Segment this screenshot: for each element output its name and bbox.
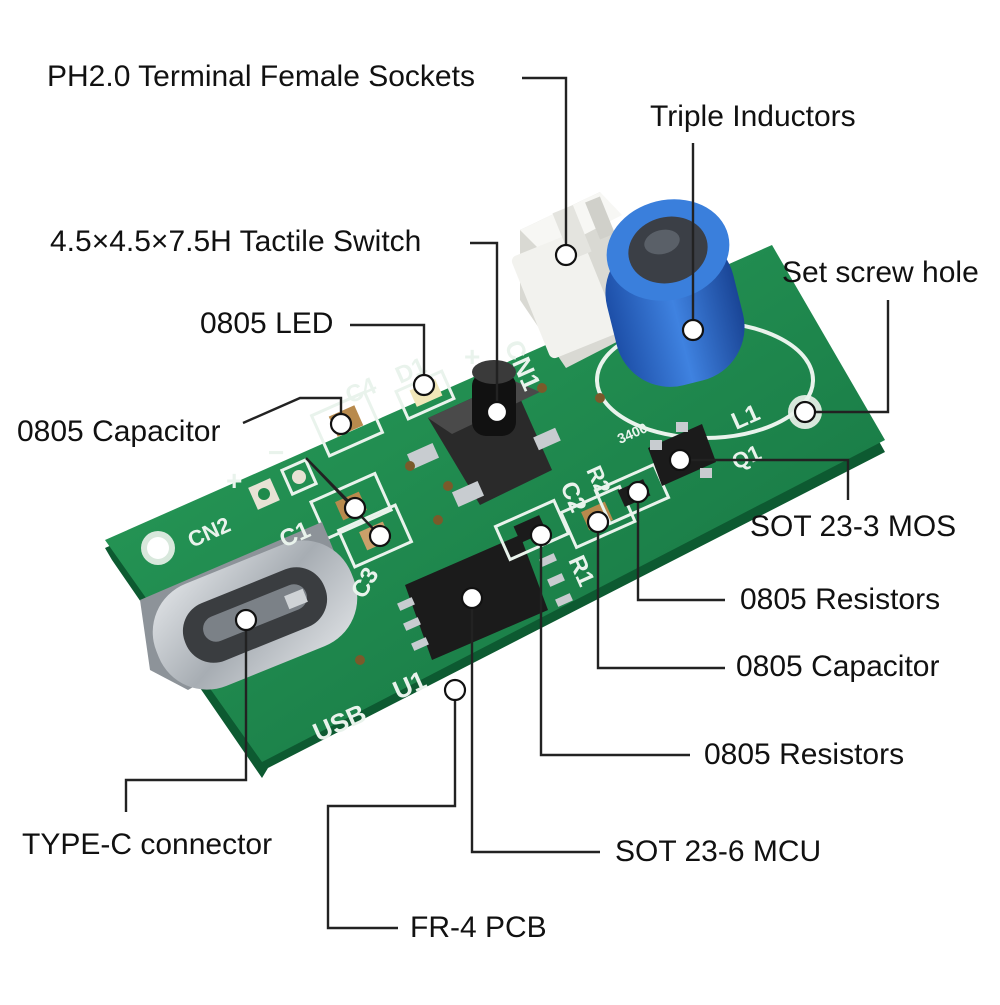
tactile-switch xyxy=(406,360,561,508)
leader-fr4 xyxy=(326,690,457,930)
label-tactile-switch: 4.5×4.5×7.5H Tactile Switch xyxy=(50,225,422,258)
label-ph20-sockets: PH2.0 Terminal Female Sockets xyxy=(47,60,475,93)
marker-mcu xyxy=(460,586,484,610)
marker-screw-hole xyxy=(793,400,817,424)
marker-inductor xyxy=(681,318,705,342)
mounting-hole-left xyxy=(141,531,175,565)
marker-mos xyxy=(668,448,692,472)
leader-led xyxy=(350,323,426,385)
label-resistors-lower: 0805 Resistors xyxy=(704,738,905,771)
silk-plus-cn2: + xyxy=(226,465,242,496)
label-capacitor-right: 0805 Capacitor xyxy=(736,650,940,683)
silk-plus-switch: + xyxy=(464,341,480,372)
marker-led xyxy=(412,373,436,397)
label-type-c-connector: TYPE-C connector xyxy=(22,828,273,861)
marker-cap-left xyxy=(329,412,353,436)
label-sot23-3-mos: SOT 23-3 MOS xyxy=(750,510,957,543)
leader-screw-hole xyxy=(805,300,890,414)
label-capacitor-left: 0805 Capacitor xyxy=(17,415,221,448)
silk-c4: C4 xyxy=(341,372,381,409)
marker-type-c xyxy=(234,608,258,632)
silk-minus-cn2: − xyxy=(268,437,284,468)
leader-switch xyxy=(470,241,499,412)
marker-res-upper xyxy=(626,480,650,504)
marker-cap-right xyxy=(586,510,610,534)
leader-cap-left xyxy=(242,396,343,425)
leader-ph20 xyxy=(522,76,568,252)
markers xyxy=(234,243,817,702)
vias xyxy=(355,383,605,665)
leader-res-lower xyxy=(539,535,690,757)
label-led-0805: 0805 LED xyxy=(200,307,334,340)
marker-cap-c3 xyxy=(368,524,392,548)
label-set-screw-hole: Set screw hole xyxy=(782,256,979,289)
label-fr4-pcb: FR-4 PCB xyxy=(410,911,547,944)
marker-ph20 xyxy=(554,243,578,267)
leader-lines xyxy=(124,76,890,930)
resistor-pad-r1 xyxy=(493,498,571,562)
marker-switch xyxy=(485,400,509,424)
triple-inductor xyxy=(605,199,745,387)
label-sot23-6-mcu: SOT 23-6 MCU xyxy=(615,835,822,868)
cn2-pads xyxy=(248,457,319,510)
label-resistors-upper: 0805 Resistors xyxy=(740,583,941,616)
leader-mos xyxy=(680,458,850,500)
marker-res-lower xyxy=(529,523,553,547)
marker-fr4 xyxy=(443,678,467,702)
leader-type-c xyxy=(124,620,248,812)
leader-res-upper xyxy=(636,492,725,602)
label-triple-inductors: Triple Inductors xyxy=(650,100,856,133)
marker-cap-c1 xyxy=(343,496,367,520)
ph20-socket xyxy=(511,192,640,368)
leader-mcu xyxy=(470,598,600,854)
leader-cap-right xyxy=(596,522,725,670)
